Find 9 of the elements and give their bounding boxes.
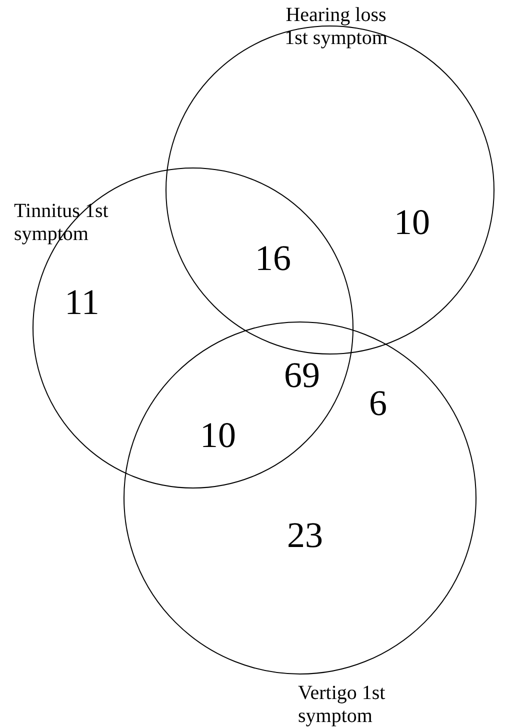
region-count: 11 [64,282,100,322]
region-count: 6 [369,383,387,423]
set-label: Hearing loss 1st symptom [284,4,388,50]
region-count: 69 [284,355,320,395]
region-count: 16 [255,238,291,278]
region-count: 10 [394,202,430,242]
set-label: Vertigo 1st symptom [298,682,386,727]
region-count: 10 [200,415,236,455]
region-count: 23 [287,515,323,555]
